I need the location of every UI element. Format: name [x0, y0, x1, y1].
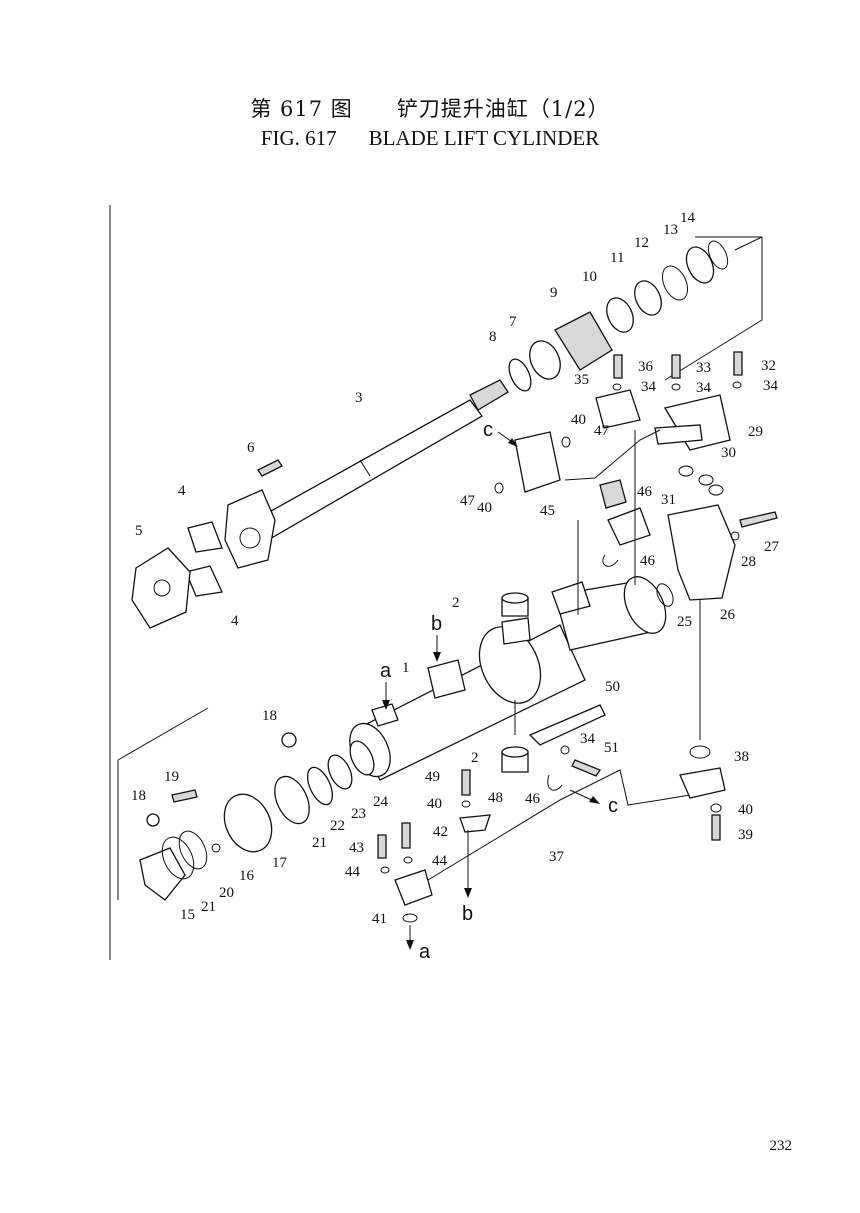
callout-11: 11 [610, 250, 624, 266]
callout-30: 30 [721, 445, 736, 461]
upper-right-fittings [595, 351, 778, 601]
callout-34: 34 [580, 731, 596, 747]
piston-assembly [139, 732, 375, 901]
callout-51: 51 [604, 740, 619, 756]
callout-6: 6 [247, 440, 255, 456]
english-figure-number: FIG. 617 [260, 126, 337, 150]
marker-a-lower: a [419, 941, 431, 963]
callout-47: 47 [460, 493, 476, 509]
callout-26: 26 [720, 607, 736, 623]
callout-45: 45 [540, 503, 555, 519]
rod-end-parts [131, 459, 283, 629]
marker-a-upper: a [380, 660, 392, 682]
callout-39: 39 [738, 827, 753, 843]
callout-46: 46 [640, 553, 656, 569]
callout-4: 4 [231, 613, 239, 629]
callout-21: 21 [201, 899, 216, 915]
callout-47: 47 [594, 423, 610, 439]
callout-34: 34 [696, 380, 712, 396]
chinese-figure-number: 第 617 图 [250, 97, 353, 121]
callout-15: 15 [180, 907, 195, 923]
callout-14: 14 [680, 210, 696, 226]
callout-16: 16 [239, 868, 255, 884]
callout-46: 46 [637, 484, 653, 500]
callout-42: 42 [433, 824, 448, 840]
callout-labels: 1 2 2 3 4 4 5 6 7 8 9 10 11 12 13 14 15 … [131, 210, 780, 927]
bushings [501, 592, 529, 773]
callout-22: 22 [330, 818, 345, 834]
callout-29: 29 [748, 424, 763, 440]
marker-b-upper: b [431, 613, 442, 635]
chinese-title: 第 617 图 铲刀提升油缸（1/2） [0, 93, 860, 123]
callout-41: 41 [372, 911, 387, 927]
callout-9: 9 [550, 285, 558, 301]
callout-46: 46 [525, 791, 541, 807]
gland-assembly [508, 240, 729, 392]
callout-49: 49 [425, 769, 440, 785]
connection-markers: a a b b c c [380, 419, 618, 963]
callout-44: 44 [345, 864, 361, 880]
callout-48: 48 [488, 790, 503, 806]
callout-2: 2 [471, 750, 479, 766]
bracket-and-hoses [514, 429, 661, 567]
callout-7: 7 [509, 314, 517, 330]
marker-b-lower: b [462, 903, 473, 925]
callout-20: 20 [219, 885, 234, 901]
callout-1: 1 [402, 660, 410, 676]
callout-13: 13 [663, 222, 678, 238]
callout-19: 19 [164, 769, 179, 785]
callout-5: 5 [135, 523, 143, 539]
callout-38: 38 [734, 749, 749, 765]
callout-10: 10 [582, 269, 597, 285]
callout-18: 18 [131, 788, 146, 804]
callout-2: 2 [452, 595, 460, 611]
callout-32: 32 [761, 358, 776, 374]
marker-c-upper: c [483, 419, 493, 441]
callout-40: 40 [477, 500, 492, 516]
cylinder-body [349, 430, 667, 781]
callout-28: 28 [741, 554, 756, 570]
english-title: FIG. 617 BLADE LIFT CYLINDER [0, 126, 860, 151]
diagram-frame-lines [109, 205, 763, 960]
callout-37: 37 [549, 849, 565, 865]
callout-40: 40 [571, 412, 586, 428]
chinese-figure-title: 铲刀提升油缸（1/2） [396, 97, 610, 121]
callout-12: 12 [634, 235, 649, 251]
lower-fittings [377, 704, 726, 906]
callout-25: 25 [677, 614, 692, 630]
page-number: 232 [769, 1138, 793, 1154]
callout-40: 40 [427, 796, 442, 812]
callout-17: 17 [272, 855, 288, 871]
callout-23: 23 [351, 806, 366, 822]
callout-8: 8 [489, 329, 497, 345]
callout-33: 33 [696, 360, 711, 376]
callout-34: 34 [641, 379, 657, 395]
callout-4: 4 [178, 483, 186, 499]
o-rings [380, 381, 742, 923]
marker-c-lower: c [608, 795, 618, 817]
callout-24: 24 [373, 794, 389, 810]
callout-44: 44 [432, 853, 448, 869]
callout-35: 35 [574, 372, 589, 388]
callout-3: 3 [355, 390, 363, 406]
piston-rod [254, 379, 509, 541]
callout-21: 21 [312, 835, 327, 851]
callout-31: 31 [661, 492, 676, 508]
callout-50: 50 [605, 679, 620, 695]
callout-40: 40 [738, 802, 753, 818]
callout-18: 18 [262, 708, 277, 724]
callout-36: 36 [638, 359, 654, 375]
callout-43: 43 [349, 840, 364, 856]
callout-27: 27 [764, 539, 780, 555]
english-figure-title: BLADE LIFT CYLINDER [368, 126, 600, 150]
callout-34: 34 [763, 378, 779, 394]
